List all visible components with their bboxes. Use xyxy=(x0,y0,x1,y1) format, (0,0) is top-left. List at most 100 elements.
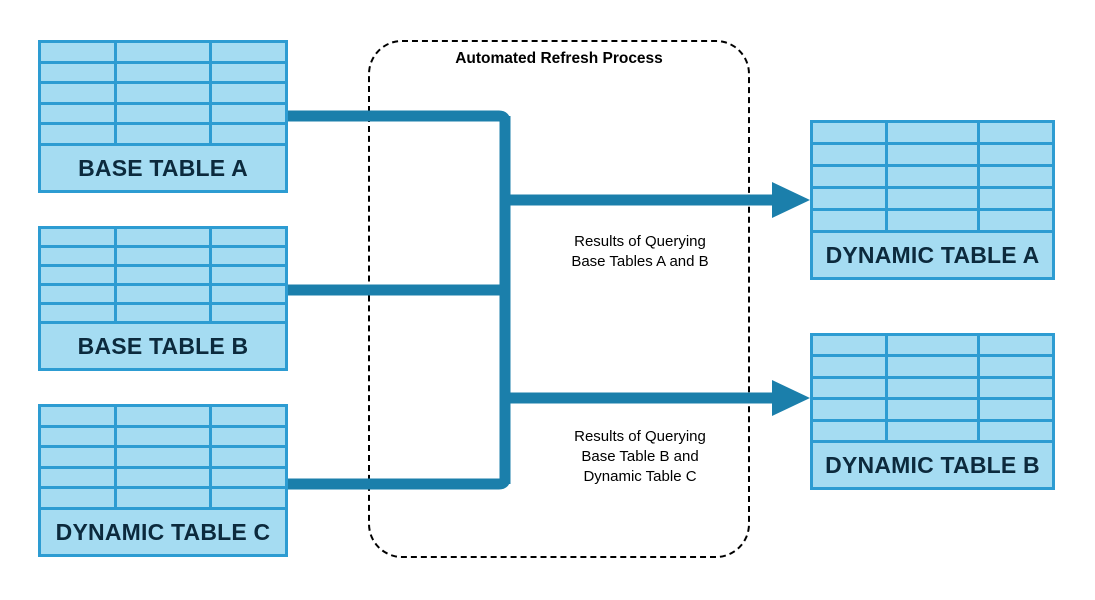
table-cell xyxy=(980,167,1052,186)
table-cell xyxy=(212,43,285,61)
table-row xyxy=(41,63,285,85)
table-cell xyxy=(980,422,1052,440)
table-cell xyxy=(813,189,888,208)
table-cell xyxy=(41,104,118,123)
table-cell xyxy=(41,489,118,507)
table-cell xyxy=(212,267,285,283)
table-cell xyxy=(813,421,888,441)
table-cell xyxy=(212,469,285,487)
arrowhead-bottom xyxy=(772,380,810,416)
table-cell xyxy=(41,229,118,245)
table-grid xyxy=(813,336,1052,441)
edge-label-top-line-2: Base Tables A and B xyxy=(571,253,709,270)
edge-label-bottom-line-1: Results of Querying xyxy=(574,428,706,445)
table-cell xyxy=(41,427,118,446)
table-cell xyxy=(117,248,212,264)
table-cell xyxy=(212,286,285,302)
table-row xyxy=(41,104,285,126)
table-cell xyxy=(888,167,981,186)
table-row xyxy=(41,489,285,507)
table-grid xyxy=(813,123,1052,230)
table-cell xyxy=(117,305,212,321)
table-cell xyxy=(117,84,212,102)
table-row xyxy=(41,248,285,267)
table-cell xyxy=(212,407,285,425)
table-cell xyxy=(888,336,981,355)
table-cell xyxy=(212,489,285,507)
table-row xyxy=(813,357,1052,379)
table-cell xyxy=(212,125,285,143)
table-cell xyxy=(980,357,1052,375)
table-row xyxy=(41,267,285,286)
arrowhead-top xyxy=(772,182,810,218)
connector-base-a xyxy=(288,110,511,123)
table-row xyxy=(41,229,285,248)
table-cell xyxy=(117,125,212,143)
table-cell xyxy=(117,104,212,123)
table-cell xyxy=(212,428,285,446)
table-grid xyxy=(41,407,285,507)
table-row xyxy=(41,84,285,105)
table-cell xyxy=(41,63,118,82)
table-row xyxy=(41,286,285,305)
edge-label-top-line-1: Results of Querying xyxy=(574,233,706,250)
table-cell xyxy=(888,189,981,208)
table-cell xyxy=(813,145,888,164)
table-cell xyxy=(117,489,212,507)
table-row xyxy=(813,211,1052,230)
table-row xyxy=(813,145,1052,167)
base-table-b[interactable]: BASE TABLE B xyxy=(38,226,288,371)
table-row xyxy=(41,305,285,321)
dynamic-table-b[interactable]: DYNAMIC TABLE B xyxy=(810,333,1055,490)
table-cell xyxy=(813,123,888,142)
table-cell xyxy=(980,336,1052,354)
table-cell xyxy=(212,248,285,264)
table-cell xyxy=(117,229,212,245)
connector-dynamic-c xyxy=(288,477,511,490)
table-cell xyxy=(813,211,888,230)
table-cell xyxy=(888,357,981,376)
table-cell xyxy=(117,427,212,446)
dynamic-table-c-label: DYNAMIC TABLE C xyxy=(41,507,285,554)
table-row xyxy=(813,123,1052,145)
table-cell xyxy=(117,267,212,283)
table-cell xyxy=(980,400,1052,418)
table-cell xyxy=(813,167,888,186)
table-cell xyxy=(980,189,1052,208)
table-cell xyxy=(41,125,118,143)
table-cell xyxy=(888,145,981,164)
table-cell xyxy=(212,229,285,245)
process-title: Automated Refresh Process xyxy=(455,50,663,67)
table-cell xyxy=(888,123,981,142)
table-cell xyxy=(212,105,285,123)
base-table-a[interactable]: BASE TABLE A xyxy=(38,40,288,193)
base-table-b-label: BASE TABLE B xyxy=(41,321,285,368)
table-row xyxy=(41,43,285,64)
table-cell xyxy=(212,64,285,82)
table-row xyxy=(813,421,1052,441)
table-cell xyxy=(888,211,981,230)
table-cell xyxy=(980,145,1052,164)
base-table-a-label: BASE TABLE A xyxy=(41,143,285,190)
table-cell xyxy=(980,211,1052,230)
table-cell xyxy=(117,286,212,302)
table-row xyxy=(813,378,1052,401)
table-cell xyxy=(117,63,212,82)
table-cell xyxy=(888,378,981,398)
table-cell xyxy=(117,43,212,61)
table-cell xyxy=(212,448,285,466)
table-cell xyxy=(41,407,118,425)
table-cell xyxy=(117,448,212,466)
table-grid xyxy=(41,43,285,143)
edge-label-bottom-line-2: Base Table B and xyxy=(581,448,699,465)
table-cell xyxy=(813,400,888,419)
dynamic-table-a[interactable]: DYNAMIC TABLE A xyxy=(810,120,1055,280)
dynamic-table-a-label: DYNAMIC TABLE A xyxy=(813,230,1052,277)
dynamic-table-c[interactable]: DYNAMIC TABLE C xyxy=(38,404,288,557)
table-cell xyxy=(41,267,118,283)
table-row xyxy=(41,407,285,428)
